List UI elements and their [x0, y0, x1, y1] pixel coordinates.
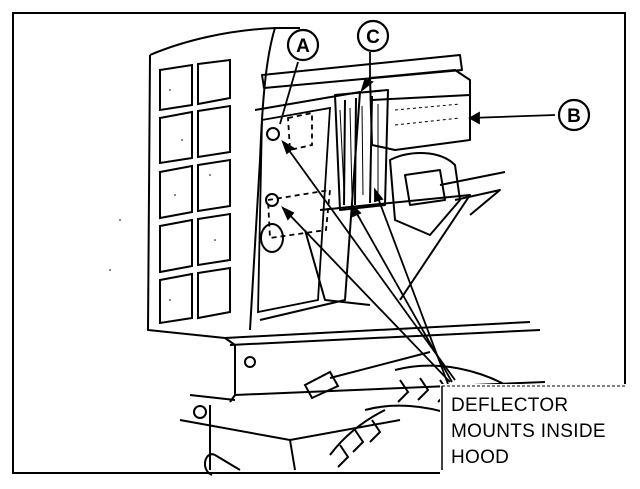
caption-line-3: HOOD [451, 447, 509, 468]
grille-shading [109, 89, 216, 301]
callout-c: C [356, 19, 390, 53]
mounting-holes [260, 127, 284, 253]
callout-a: A [286, 28, 320, 62]
engine-hatching [339, 103, 461, 196]
callout-c-label: C [366, 27, 380, 48]
grille [159, 58, 231, 325]
callout-a-label: A [296, 36, 310, 57]
frame-rail [179, 321, 546, 471]
callout-b-label: B [567, 106, 581, 127]
callout-pointer-a [279, 61, 299, 125]
caption-box: DEFLECTOR MOUNTS INSIDE HOOD [440, 384, 630, 474]
caption-line-2: MOUNTS INSIDE [451, 421, 606, 442]
callout-pointer-c [360, 52, 374, 93]
hood [147, 27, 361, 339]
fittings [193, 351, 431, 476]
caption-line-1: DEFLECTOR [451, 395, 568, 416]
deflector-arrows [281, 139, 456, 385]
callout-b: B [557, 98, 591, 132]
figure-border [12, 12, 626, 474]
engine-block [261, 54, 506, 306]
callout-pointer-b [468, 111, 556, 125]
